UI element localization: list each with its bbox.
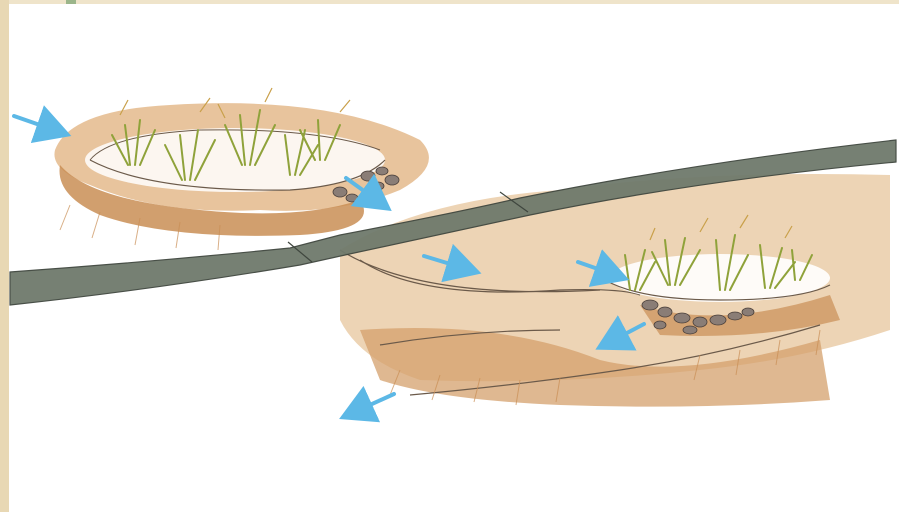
flow-arrow-icon xyxy=(14,116,60,132)
flow-arrow-icon xyxy=(350,394,394,414)
